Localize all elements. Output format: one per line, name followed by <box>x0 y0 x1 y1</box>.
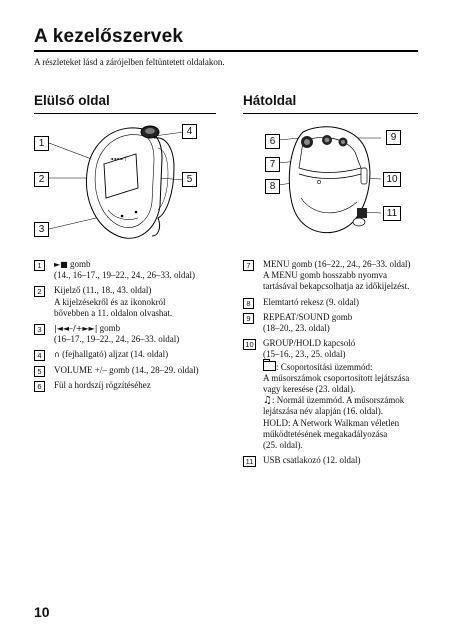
front-heading: Elülső oldal <box>34 93 110 108</box>
back-heading-rule <box>243 113 418 114</box>
list-item: 11 USB csatlakozó (12. oldal) <box>243 455 428 468</box>
item-number: 4 <box>34 350 45 362</box>
item-number: 6 <box>34 380 45 392</box>
svg-text:◄◄ ►► |: ◄◄ ►► | <box>110 156 126 161</box>
back-heading: Hátoldal <box>243 93 297 108</box>
headphones-icon: ∩ <box>54 350 60 360</box>
front-device-illustration: ◄◄ ►► | <box>48 125 185 239</box>
list-item: 4 ∩ (fejhallgató) aljzat (14. oldal) <box>34 349 224 362</box>
item-number: 9 <box>243 312 254 324</box>
front-heading-rule <box>34 113 216 114</box>
list-item: 2 Kijelző (11., 18., 43. oldal) A kijelz… <box>34 285 224 319</box>
item-number: 10 <box>243 339 256 351</box>
page-title: A kezelőszervek <box>34 26 184 47</box>
item-number: 11 <box>243 456 256 468</box>
front-callout-4: 4 <box>182 124 197 139</box>
item-number: 2 <box>34 286 45 298</box>
item-number: 7 <box>243 260 254 271</box>
list-item: 3 |◄◄–/+►►| gomb (16–17., 19–22., 24., 2… <box>34 323 224 345</box>
item-number: 3 <box>34 324 45 336</box>
back-device-illustration <box>277 126 382 234</box>
back-callout-10: 10 <box>383 172 401 187</box>
back-parts-list: 7 MENU gomb (16–22., 24., 26–33. oldal) … <box>243 259 428 470</box>
back-callout-8: 8 <box>265 179 280 194</box>
list-item: 7 MENU gomb (16–22., 24., 26–33. oldal) … <box>243 259 428 293</box>
front-callout-2: 2 <box>34 172 49 187</box>
list-item: 9 REPEAT/SOUND gomb (18–20., 23. oldal) <box>243 312 428 334</box>
folder-icon <box>263 358 276 371</box>
page-number: 10 <box>34 604 50 620</box>
skip-icon: |◄◄–/+►►| <box>54 324 98 334</box>
list-item: 5 VOLUME +/– gomb (14., 28–29. oldal) <box>34 365 224 377</box>
back-callout-7: 7 <box>265 157 280 172</box>
title-rule <box>34 50 418 52</box>
back-callout-6: 6 <box>265 134 280 149</box>
list-item: 8 Elemtartó rekesz (9. oldal) <box>243 297 428 309</box>
front-parts-list: 1 ►■ gomb (14., 16–17., 19–22., 24., 26–… <box>34 259 224 395</box>
play-stop-icon: ►■ <box>54 260 68 269</box>
music-note-icon: ♫ <box>263 395 272 407</box>
front-callout-1: 1 <box>34 136 49 151</box>
list-item: 10 GROUP/HOLD kapcsoló (15–16., 23., 25.… <box>243 338 428 451</box>
list-item: 6 Fül a hordszíj rögzítéséhez <box>34 380 224 392</box>
intro-text: A részleteket lásd a zárójelben feltünte… <box>34 57 225 67</box>
front-callout-3: 3 <box>34 222 49 237</box>
list-item: 1 ►■ gomb (14., 16–17., 19–22., 24., 26–… <box>34 259 224 281</box>
item-number: 8 <box>243 297 254 309</box>
back-callout-11: 11 <box>383 206 401 221</box>
item-number: 5 <box>34 365 45 377</box>
item-number: 1 <box>34 260 45 271</box>
front-callout-5: 5 <box>182 172 197 187</box>
back-callout-9: 9 <box>386 130 401 145</box>
